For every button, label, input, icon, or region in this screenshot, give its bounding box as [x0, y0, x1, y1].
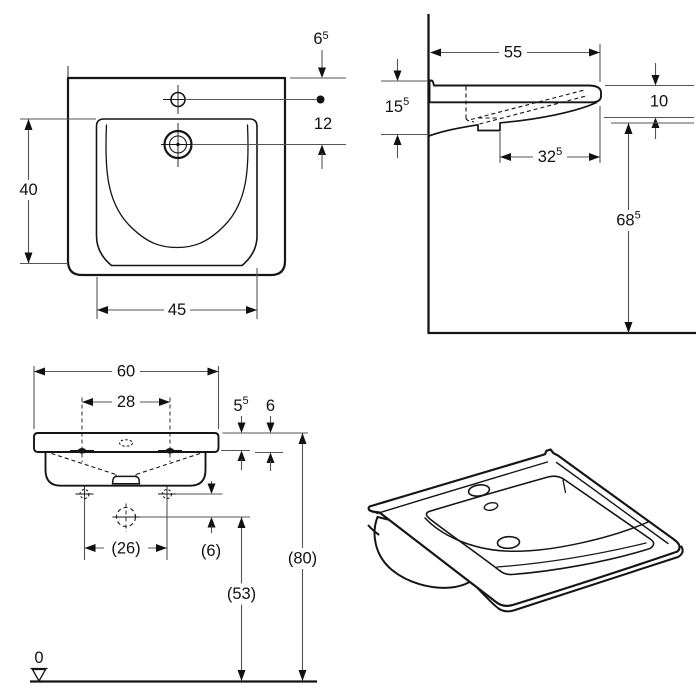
dim-trap-height: (53): [221, 517, 262, 681]
tap-hole-reference-dot: [316, 95, 325, 104]
side-view: 55 155 325: [381, 14, 696, 335]
dim-label-edge-thickness: 6: [266, 397, 275, 415]
dim-label-fixing-to-trap: (6): [201, 542, 221, 560]
bowl-hole-inner-circle: [168, 135, 188, 154]
dim-label-front-thickness: 10: [650, 93, 668, 111]
datum-triangle-icon: [31, 668, 47, 683]
drain-hole-3d: [496, 535, 521, 550]
dim-front-thickness: 10: [604, 63, 694, 139]
dim-rear-height: 155: [381, 59, 427, 158]
bowl-hole-outer-circle: [163, 129, 193, 160]
tap-hole-symbol: [163, 85, 325, 114]
dim-tap-spacing: 28: [82, 392, 170, 412]
dim-label-drain-to-front: 325: [538, 146, 562, 166]
datum-label: 0: [34, 649, 43, 667]
side-face-bottom-left: [367, 524, 380, 536]
bowl-contour-line: [424, 517, 649, 552]
datum-symbol: 0: [30, 649, 48, 683]
dim-label-depth: 55: [504, 44, 522, 62]
basin-outer-outline: [66, 76, 287, 277]
dim-label-bowl-depth: 40: [19, 181, 37, 199]
slab-front: [33, 432, 220, 453]
dim-fixing-spacing: (26): [84, 538, 167, 558]
hidden-bowl-outline: [465, 86, 589, 125]
dim-hole-gap: 12: [314, 115, 332, 169]
rim-inner-second-line: [496, 542, 647, 568]
trap-hole: [112, 503, 250, 532]
dim-underside-height: 685: [608, 122, 694, 333]
dim-label-fixing-spacing: (26): [111, 540, 140, 558]
dim-fixing-to-trap: (6): [201, 481, 221, 560]
bowl-hole-center-dot: [176, 142, 180, 147]
dim-tap-offset: 65: [290, 30, 346, 79]
dim-label-hole-gap: 12: [314, 115, 332, 133]
drain-boss-front: [111, 475, 141, 485]
fixing-hole-left: [75, 485, 94, 560]
rim-edge-line-left: [376, 461, 549, 515]
dim-label-width: 60: [117, 363, 135, 381]
dim-label-rear-height: 155: [385, 96, 409, 116]
dim-label-mount-height: (80): [288, 550, 317, 568]
dim-label-underside-height: 685: [616, 210, 640, 230]
rim-edge-line-right: [555, 461, 669, 545]
basin-body-front: [44, 451, 207, 487]
dim-bowl-width: 45: [96, 268, 258, 320]
dim-label-tap-drop: 55: [233, 395, 248, 415]
rim-inner-outline: [425, 475, 655, 576]
plan-view: 65 12 40 45: [13, 30, 346, 320]
bowl-hole-symbol: [161, 123, 346, 167]
dim-mount-height: (80): [281, 433, 324, 681]
underside-sweep: [428, 101, 598, 137]
dim-label-bowl-width: 45: [168, 301, 186, 319]
perspective-view: [367, 448, 684, 613]
side-face-bottom-front: [476, 545, 684, 613]
dim-depth: 55: [430, 42, 601, 82]
front-view: 60 28 55 6: [30, 361, 324, 683]
dim-drain-to-front: 325: [499, 106, 601, 167]
overflow-hole-3d: [483, 502, 499, 511]
tap-hole-left: [70, 397, 94, 462]
dim-label-trap-height: (53): [227, 585, 256, 603]
tap-hole-3d: [467, 484, 491, 497]
fixing-hole-right: [158, 485, 176, 560]
dim-label-tap-spacing: 28: [117, 393, 135, 411]
basin-inner-rim: [95, 118, 258, 267]
overflow-slot: [119, 439, 133, 447]
dim-bowl-depth: 40: [13, 118, 96, 265]
dim-tap-drop: 55: [233, 395, 249, 470]
tap-hole-right: [158, 397, 182, 462]
dim-edge-thickness: 6: [266, 397, 275, 471]
slab-profile: [428, 79, 602, 104]
bowl-curve: [105, 124, 249, 249]
rim-outer-outline: [367, 448, 681, 607]
back-wall-tick: [562, 479, 567, 494]
dim-width: 60: [33, 361, 220, 429]
dim-label-tap-offset: 65: [313, 30, 328, 48]
